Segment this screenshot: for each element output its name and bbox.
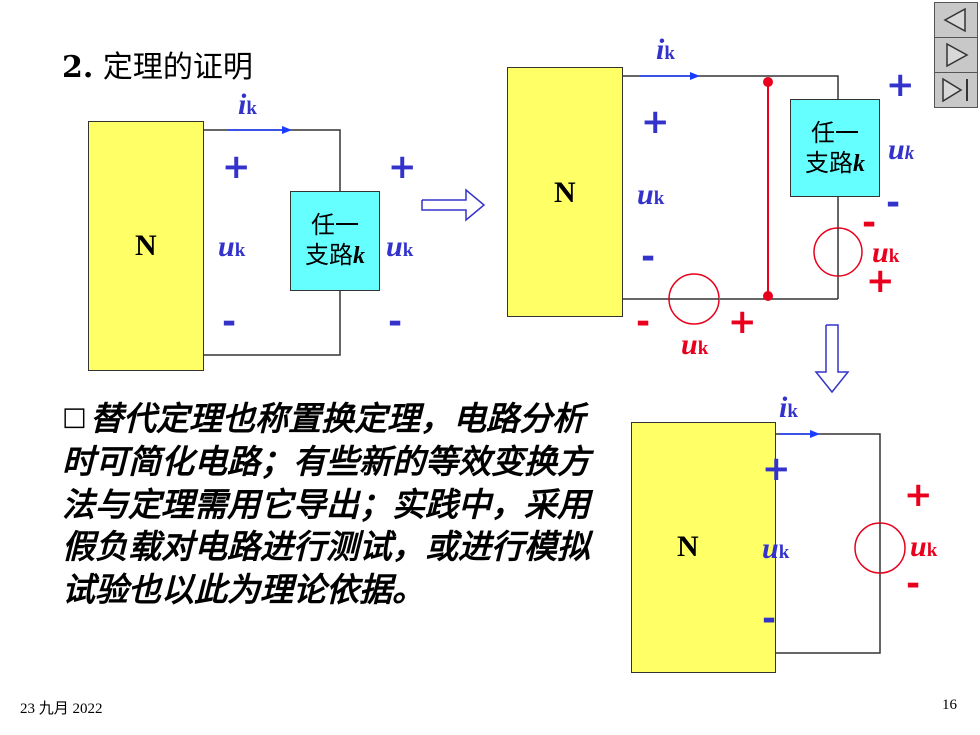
source-label-right: uk [872,236,900,269]
minus-sign-2b: - [886,183,901,223]
minus-sign-2d: - [636,302,651,342]
current-arrow-2-head [690,72,700,80]
double-arrow-down [814,324,850,394]
branch-k: k [353,243,365,269]
current-label-1: ik [238,88,257,121]
voltage-label-1a: uk [218,230,246,263]
voltage-label-1b: uk [386,230,414,263]
branch-line1: 任一 [311,211,359,239]
plus-sign-2a: + [641,102,670,142]
double-arrow-right [421,188,486,222]
title-number: 2. [62,50,94,85]
plus-sign-2b: + [886,65,915,105]
plus-sign-1a: + [222,147,251,187]
title-text: 定理的证明 [93,50,253,85]
node-dot-top [763,77,773,87]
network-label-1: N [135,229,157,262]
voltage-label-2b: uk [888,133,915,166]
network-label-3: N [677,530,699,563]
plus-sign-3b: + [904,475,933,515]
minus-sign-3a: - [762,599,777,639]
minus-sign-1b: - [388,302,403,342]
back-icon [943,7,966,33]
bullet-icon: □ [62,402,87,432]
node-dot-bottom [763,291,773,301]
branch-box-2: 任一 支路k [790,99,880,197]
body-text: 替代定理也称置换定理，电路分析时可简化电路；有些新的等效变换方法与定理需用它导出… [62,399,590,610]
page-number: 16 [942,697,957,713]
network-box-3 [631,422,776,673]
current-label-3: ik [779,391,798,424]
network-box-1 [88,121,204,371]
network-box-2 [507,67,623,317]
last-icon [942,77,968,103]
branch-box-1: 任一 支路k [290,191,380,291]
plus-sign-3a: + [762,449,791,489]
voltage-label-3a: uk [762,532,790,565]
current-label-2: ik [656,33,675,66]
plus-sign-2d: + [728,302,757,342]
next-icon [946,42,969,68]
source-label-bottom: uk [681,328,709,361]
plus-sign-2c: + [866,261,895,301]
plus-sign-1b: + [388,147,417,187]
minus-sign-2c: - [862,203,877,243]
last-button[interactable] [934,72,978,108]
body-paragraph: 替代定理也称置换定理，电路分析时可简化电路；有些新的等效变换方法与定理需用它导出… [62,398,602,612]
next-button[interactable] [934,37,978,73]
current-arrow-3-head [810,430,820,438]
branch-line2: 支路 [305,241,353,269]
minus-sign-3b: - [906,564,921,604]
source-label-3: uk [910,530,938,563]
footer-date: 23 九月 2022 [20,701,103,717]
current-arrow-1-head [282,126,292,134]
network-label-2: N [554,176,576,209]
minus-sign-1a: - [222,302,237,342]
voltage-label-2a: uk [637,178,665,211]
minus-sign-2a: - [641,237,656,277]
back-button[interactable] [934,2,978,38]
slide-title: 2. 定理的证明 [62,42,253,86]
